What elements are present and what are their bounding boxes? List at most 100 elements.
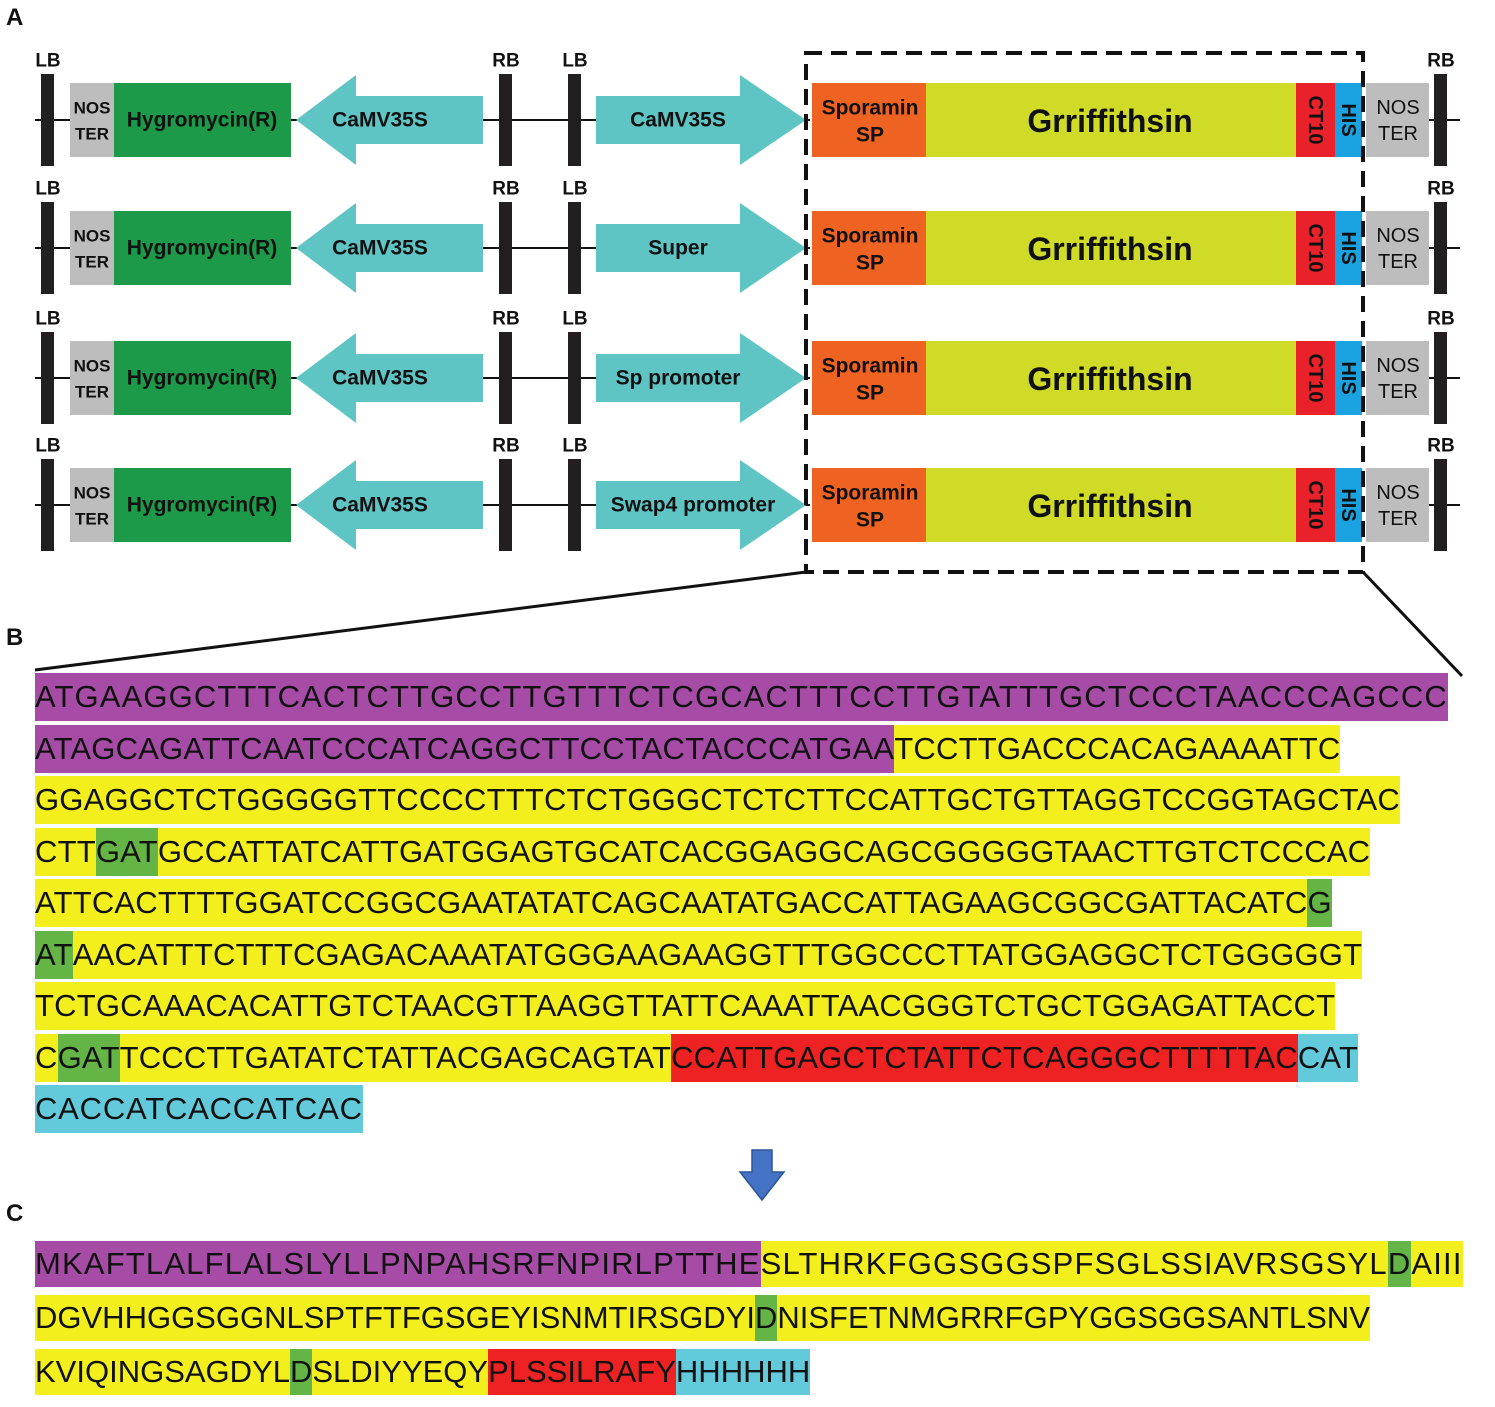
rb-border-label: RB [492, 436, 519, 457]
main-promoter-label: Swap4 promoter [611, 494, 776, 517]
rb-border-bar [499, 332, 512, 424]
dna-line: GGAGGCTCTGGGGGTTCCCCTTTCTCTGGGCTCTCTTCCA… [35, 776, 1448, 824]
dna-line: ATGAAGGCTTTCACTCTTGCCTTGTTTCTCGCACTTTCCT… [35, 673, 1448, 721]
panel-label-c: C [6, 1200, 24, 1227]
protein-segment-his: HHHHHH [675, 1349, 811, 1395]
protein-segment-mut: D [289, 1349, 313, 1395]
lb-border-label: LB [562, 436, 587, 457]
protein-segment-gene: NISFETNMGRRFGPYGGSGGSANTLSNV [777, 1295, 1370, 1341]
dna-line: ATAGCAGATTCAATCCCATCAGGCTTCCTACTACCCATGA… [35, 724, 1448, 773]
dna-segment-mut: AT [35, 930, 73, 979]
protein-segment-signal: MKAFTLALFLALSLYLLPNPAHSRFNPIRLPTTHE [35, 1241, 761, 1287]
sporamin-signal-label: SP [856, 509, 884, 532]
sporamin-signal-box [812, 341, 926, 415]
nos-terminator-box [70, 341, 114, 415]
rb-border-label: RB [1427, 179, 1454, 200]
zoom-line-left [34, 570, 807, 672]
protein-line: KVIQINGSAGDYLDSLDIYYEQYPLSSILRAFYHHHHHH [35, 1348, 1463, 1395]
dna-segment-gene: C [35, 1033, 58, 1082]
nos-terminator-end-label: TER [1378, 381, 1418, 403]
selection-promoter-label: CaMV35S [332, 237, 428, 260]
griffithsin-gene-box [926, 341, 1296, 415]
lb-border-bar [41, 74, 54, 166]
selection-promoter-arrow [296, 75, 483, 165]
his-tag-box [1335, 211, 1362, 285]
lb-border-bar [41, 202, 54, 294]
nos-terminator-end-label: NOS [1376, 97, 1419, 119]
rb-border-bar [1434, 202, 1447, 294]
dna-line: ATTCACTTTTGGATCCGGCGAATATATCAGCAATATGACC… [35, 879, 1448, 927]
lb-border-label: LB [35, 51, 60, 72]
rb-border-label: RB [1427, 51, 1454, 72]
nos-terminator-end-label: TER [1378, 123, 1418, 145]
protein-segment-mut: D [1387, 1241, 1412, 1287]
his-tag-label: HIS [1337, 488, 1359, 521]
lb-border-bar [568, 459, 581, 551]
dna-segment-mut: GAT [57, 1033, 120, 1082]
ct10-tag-box [1296, 83, 1335, 157]
main-promoter-label: CaMV35S [630, 109, 726, 132]
lb-border-label: LB [562, 309, 587, 330]
hygromycin-label: Hygromycin(R) [127, 367, 278, 390]
nos-terminator-label: TER [75, 383, 109, 402]
nos-terminator-end-label: TER [1378, 251, 1418, 273]
ct10-tag-label: CT10 [1304, 481, 1326, 530]
panel-label-a: A [6, 4, 24, 31]
main-promoter-arrow [596, 75, 806, 165]
protein-line: DGVHHGGSGGNLSPTFTFGSGEYISNMTIRSGDYIDNISF… [35, 1294, 1463, 1341]
rb-border-bar [499, 202, 512, 294]
rb-border-label: RB [492, 309, 519, 330]
selection-promoter-arrow [296, 203, 483, 293]
dna-segment-gene: GGAGGCTCTGGGGGTTCCCCTTTCTCTGGGCTCTCTTCCA… [35, 776, 1400, 824]
protein-sequence-block: MKAFTLALFLALSLYLLPNPAHSRFNPIRLPTTHESLTHR… [35, 1240, 1463, 1402]
lb-border-label: LB [35, 179, 60, 200]
hygromycin-box [114, 341, 291, 415]
dna-sequence-block: ATGAAGGCTTTCACTCTTGCCTTGTTTCTCGCACTTTCCT… [35, 673, 1448, 1137]
hygromycin-label: Hygromycin(R) [127, 237, 278, 260]
dna-segment-gene: GCCATTATCATTGATGGAGTGCATCACGGAGGCAGCGGGG… [157, 827, 1371, 876]
dna-line: CACCATCACCATCAC [35, 1085, 1448, 1133]
griffithsin-gene-label: Grriffithsin [1027, 231, 1192, 267]
lb-border-bar [41, 332, 54, 424]
main-promoter-arrow [596, 460, 806, 550]
main-promoter-arrow [596, 203, 806, 293]
dna-segment-gene: TCTGCAAACACATTGTCTAACGTTAAGGTTATTCAAATTA… [35, 982, 1336, 1030]
ct10-tag-label: CT10 [1304, 354, 1326, 403]
sporamin-signal-box [812, 211, 926, 285]
sporamin-signal-label: Sporamin [822, 225, 919, 248]
rb-border-label: RB [1427, 309, 1454, 330]
translation-arrow-icon [738, 1149, 786, 1202]
hygromycin-box [114, 468, 291, 542]
main-promoter-label: Super [648, 237, 708, 260]
sporamin-signal-box [812, 83, 926, 157]
protein-segment-mut: D [754, 1295, 778, 1341]
nos-terminator-end-label: NOS [1376, 482, 1419, 504]
panel-label-b: B [6, 624, 24, 651]
lb-border-bar [41, 459, 54, 551]
his-tag-label: HIS [1337, 103, 1359, 136]
rb-border-bar [499, 459, 512, 551]
dna-segment-ct10: CCATTGAGCTCTATTCTCAGGGCTTTTTAC [671, 1033, 1298, 1082]
sporamin-signal-label: SP [856, 252, 884, 275]
dna-segment-gene: TCCCTTGATATCTATTACGAGCAGTAT [119, 1033, 672, 1082]
selection-promoter-arrow [296, 333, 483, 423]
selection-promoter-label: CaMV35S [332, 367, 428, 390]
dna-segment-gene: TCCTTGACCCACAGAAAATTC [894, 724, 1341, 773]
rb-border-label: RB [492, 51, 519, 72]
his-tag-label: HIS [1337, 231, 1359, 264]
selection-promoter-arrow [296, 460, 483, 550]
selection-promoter-label: CaMV35S [332, 109, 428, 132]
sporamin-signal-label: Sporamin [822, 97, 919, 120]
dna-segment-mut: G [1307, 879, 1332, 927]
rb-border-bar [1434, 332, 1447, 424]
sporamin-signal-box [812, 468, 926, 542]
protein-segment-gene: KVIQINGSAGDYL [35, 1349, 290, 1395]
his-tag-box [1335, 83, 1362, 157]
nos-terminator-label: TER [75, 253, 109, 272]
sporamin-signal-label: SP [856, 124, 884, 147]
dna-segment-mut: GAT [95, 827, 158, 876]
